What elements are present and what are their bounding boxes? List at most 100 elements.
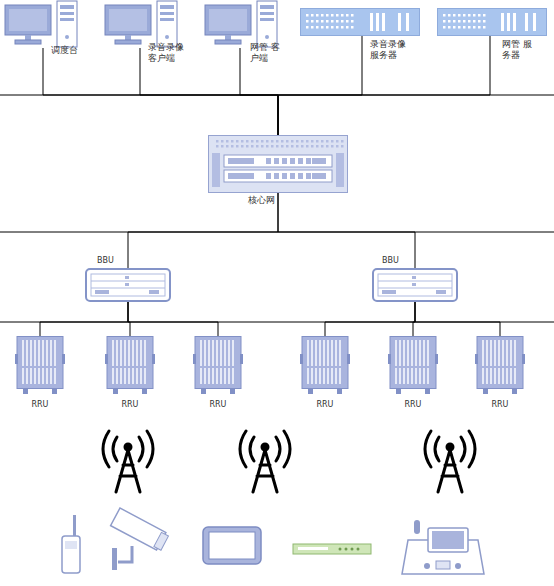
rru-box-part-part — [216, 340, 218, 366]
server-box-part-part — [306, 20, 309, 23]
rru-box-part-part — [399, 340, 401, 366]
computer-icon-part-part — [160, 18, 174, 21]
rru-box-part-part — [200, 368, 202, 384]
core-network-box-part-part — [212, 153, 220, 187]
rru-box-part-part — [319, 340, 321, 366]
computer-icon-part-part — [115, 40, 141, 44]
computer-icon-part-part — [60, 12, 74, 15]
computer-icon — [3, 0, 78, 48]
rru-box-part-part — [502, 340, 504, 366]
server-box-part-part — [331, 14, 334, 17]
radio-tower-part-part — [240, 431, 290, 467]
rru-box-part-part — [407, 368, 409, 384]
rru-box-part-part — [514, 340, 516, 366]
core-network-box-part-part — [298, 173, 303, 179]
computer-icon-part-part — [57, 1, 77, 47]
server-box-part-part — [306, 14, 309, 17]
server-box-part-part — [311, 20, 314, 23]
core-network-box-part-part — [312, 173, 326, 179]
core-network-box-part-part — [216, 140, 219, 143]
rru-box-part-part — [498, 368, 500, 384]
bbu-box — [372, 268, 458, 302]
rru-box-part-part — [42, 340, 44, 366]
rru-box-part-part — [208, 340, 210, 366]
rru-box-part-part — [512, 388, 517, 394]
rru-box-part-part — [34, 368, 36, 384]
radio-tower-part-part — [262, 444, 268, 450]
core-network-box-part-part — [326, 140, 329, 143]
rru-box-part-part — [323, 340, 325, 366]
bus-line — [0, 95, 554, 322]
server-box-part-part — [468, 14, 471, 17]
server-box-part-part — [463, 26, 466, 29]
server-box-part-part — [316, 26, 319, 29]
rru-box-part-part — [494, 368, 496, 384]
core-network-box-part-part — [221, 140, 224, 143]
rru-box-part-part — [128, 368, 130, 384]
core-network-box-part-part — [226, 140, 229, 143]
bbu-box-part-part — [412, 283, 416, 286]
rru-box-part-part — [120, 368, 122, 384]
core-network-box-part-part — [321, 140, 324, 143]
node-label: 录音录像 客户端 — [148, 42, 188, 65]
node-label: 调度台 — [51, 45, 91, 56]
bbu-box-part-part — [378, 274, 452, 296]
core-network-box-part-part — [306, 158, 311, 164]
core-network-box-part-part — [331, 140, 334, 143]
core-network-box-part-part — [266, 173, 271, 179]
computer-icon-part-part — [5, 5, 51, 35]
computer-icon-part-part — [257, 1, 277, 47]
rru-box-part-part — [17, 337, 63, 389]
network-link — [278, 36, 362, 135]
network-device-icon-part — [339, 548, 342, 551]
server-box-part — [437, 8, 547, 36]
rru-box-part-part — [482, 340, 484, 366]
network-link — [128, 302, 218, 336]
rru-box-part-part — [307, 368, 309, 384]
computer-icon-part-part — [105, 5, 151, 35]
rru-box-part-part — [26, 340, 28, 366]
core-network-box-part-part — [246, 140, 249, 143]
network-node: RRU — [193, 336, 245, 412]
core-network-box-part-part — [326, 145, 329, 148]
computer-icon-part-part — [109, 9, 147, 31]
network-link — [325, 302, 415, 336]
server-box-part-part — [326, 26, 329, 29]
rru-box-part-part — [204, 340, 206, 366]
rru-box-part-part — [502, 368, 504, 384]
server-box-part-part — [331, 20, 334, 23]
core-network-box-part-part — [286, 140, 289, 143]
rru-box-part-part — [50, 368, 52, 384]
server-box-part-part — [473, 26, 476, 29]
rru-box-part — [475, 336, 525, 394]
rru-box-part-part — [220, 368, 222, 384]
rru-box-part-part — [327, 340, 329, 366]
radio-tower-part-part — [447, 444, 453, 450]
rru-box-part-part — [415, 340, 417, 366]
radio-tower-part — [425, 431, 475, 492]
rru-box-part-part — [347, 354, 350, 364]
network-device-icon-part — [357, 548, 360, 551]
bbu-box-part-part — [378, 281, 452, 282]
rru-box-part-part — [144, 368, 146, 384]
core-network-box-part-part — [216, 145, 219, 148]
computer-icon-part — [203, 0, 278, 48]
core-network-box-part-part — [228, 173, 254, 179]
server-box-part-part — [458, 14, 461, 17]
server-box-part-part — [346, 20, 349, 23]
server-box-part-part — [346, 26, 349, 29]
computer-icon-part-part — [209, 9, 247, 31]
rru-box — [15, 336, 65, 394]
dispatch-console-icon-part — [428, 528, 468, 552]
core-network-box-part-part — [231, 140, 234, 143]
rru-box-part-part — [395, 368, 397, 384]
node-label: 录音录像 服务器 — [370, 39, 410, 62]
computer-icon-part-part — [160, 12, 174, 15]
rru-box-part-part — [62, 354, 65, 364]
rru-box — [300, 336, 350, 394]
rru-box-part-part — [419, 340, 421, 366]
rru-box-part-part — [490, 368, 492, 384]
